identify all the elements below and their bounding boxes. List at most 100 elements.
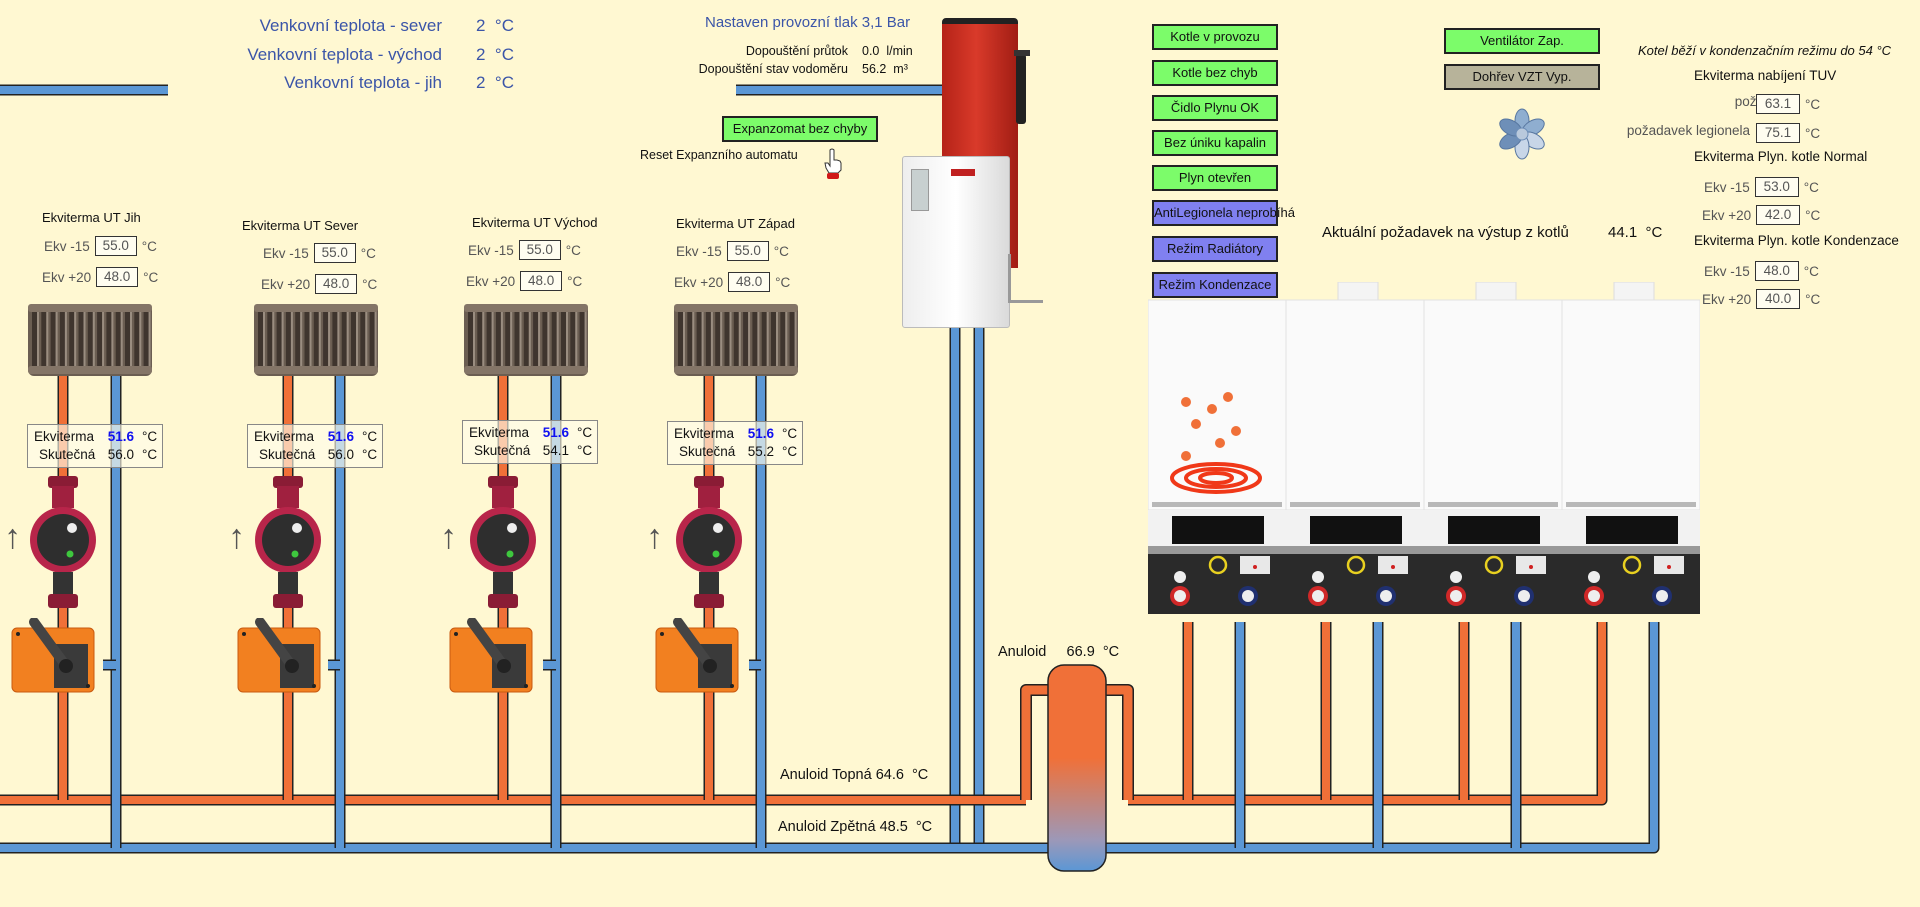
anuloid-return-temp: Anuloid Zpětná 48.5 °C [778,819,933,835]
expansion-control-unit [902,156,1010,328]
ekv-m15-row: Ekv -15 55.0 °C [44,236,157,256]
anuloid-supply-temp: Anuloid Topná 64.6 °C [780,767,929,783]
fill-flow-label: Dopouštění průtok [745,44,848,58]
boiler-1[interactable] [1147,282,1287,622]
ekv-p20-row: Ekv +20 48.0 °C [466,271,582,291]
boiler-request-label: Aktuální požadavek na výstup z kotlů [1322,224,1569,241]
hand-pointer-icon [824,148,842,179]
expansion-reset-label: Reset Expanzního automatu [640,148,798,162]
circuit-title: Ekviterma UT Jih [42,210,141,225]
status-button-8[interactable]: Režim Kondenzace [1152,272,1278,298]
outdoor-temp-south: Venkovní teplota - jih [0,73,442,97]
ekv-p20-input[interactable]: 48.0 [728,272,771,292]
tuv-legionela-field: 75.1 °C [1756,123,1820,143]
ekv-p20-row: Ekv +20 48.0 °C [42,267,158,287]
normal-curve-title: Ekviterma Plyn. kotle Normal [1694,149,1868,164]
cond-p20-row: Ekv +20 40.0 °C [1702,289,1820,309]
outdoor-temp-north-value: 2 °C [476,16,514,35]
ekv-m15-input[interactable]: 55.0 [94,236,137,256]
status-button-2[interactable]: Kotle bez chyb [1152,60,1278,86]
actual-value: 56.0 [327,447,354,462]
flow-direction-arrow-icon: ↑ [4,518,21,556]
condensing-mode-note: Kotel běží v kondenzačním režimu do 54 °… [1638,43,1892,58]
outdoor-temp-north-label: Venkovní teplota - sever [259,16,442,35]
fan-button[interactable]: Ventilátor Zap. [1444,28,1600,54]
ekv-m15-input[interactable]: 55.0 [313,243,356,263]
radiator-icon [464,304,588,376]
pressure-setting: Nastaven provozní tlak 3,1 Bar [705,14,911,31]
fill-flow-value: 0.0 l/min [862,44,913,58]
mixing-valve-actuator-icon[interactable] [448,618,534,696]
cond-m15-row: Ekv -15 48.0 °C [1704,261,1819,281]
tuv-request-input[interactable]: 63.1 [1756,94,1800,114]
status-button-5[interactable]: Plyn otevřen [1152,165,1278,191]
normal-m15-row: Ekv -15 53.0 °C [1704,177,1819,197]
expansion-status-button[interactable]: Expanzomat bez chyby [722,116,878,142]
hot-pipe-main-supply-right-outline [1128,622,1608,806]
circulation-pump-icon[interactable] [253,474,323,614]
boiler-2[interactable] [1285,281,1425,622]
outdoor-temp-east: Venkovní teplota - východ [0,45,442,69]
expansion-reset-button[interactable] [822,148,844,180]
flow-direction-arrow-icon: ↑ [228,518,245,556]
ekv-m15-input[interactable]: 55.0 [518,240,561,260]
outdoor-temp-south-value: 2 °C [476,73,514,92]
status-button-7[interactable]: Režim Radiátory [1152,236,1278,262]
ekv-m15-row: Ekv -15 55.0 °C [676,241,789,261]
radiator-icon [674,304,798,376]
ekv-p20-input[interactable]: 48.0 [520,271,563,291]
ekviterma-value: 51.6 [747,426,774,441]
circulation-pump-icon[interactable] [674,474,744,614]
ekv-p20-input[interactable]: 48.0 [96,267,139,287]
outdoor-temp-east-label: Venkovní teplota - východ [247,45,442,64]
normal-p20-row: Ekv +20 42.0 °C [1702,205,1820,225]
condensing-curve-title: Ekviterma Plyn. kotle Kondenzace [1694,233,1899,248]
circuit-title: Ekviterma UT Sever [242,218,359,233]
mixing-valve-actuator-icon[interactable] [10,618,96,696]
normal-m15-input[interactable]: 53.0 [1754,177,1799,197]
status-button-4[interactable]: Bez úniku kapalin [1152,130,1278,156]
mixing-valve-actuator-icon[interactable] [236,618,322,696]
anuloid-temp: Anuloid 66.9 °C [998,644,1120,660]
flow-direction-arrow-icon: ↑ [440,518,457,556]
water-meter-label: Dopouštění stav vodoměru [698,62,848,76]
expansion-stand [1008,254,1043,303]
anuloid-vessel [1020,664,1134,872]
cond-m15-input[interactable]: 48.0 [1754,261,1799,281]
cond-p20-input[interactable]: 40.0 [1756,289,1801,309]
tuv-request-field: 63.1 °C [1756,94,1820,114]
actual-value: 54.1 [542,443,569,458]
flow-direction-arrow-icon: ↑ [646,518,663,556]
actual-value: 56.0 [107,447,134,462]
status-button-6[interactable]: AntiLegionela neprobíhá [1152,200,1295,226]
radiator-icon [28,304,152,376]
circulation-pump-icon[interactable] [28,474,98,614]
boiler-4[interactable] [1561,281,1701,622]
pipes [0,84,1660,854]
vzt-heating-button[interactable]: Dohřev VZT Vyp. [1444,64,1600,90]
ekv-p20-input[interactable]: 48.0 [315,274,358,294]
boiler-3[interactable] [1423,281,1563,622]
tuv-title: Ekviterma nabíjení TUV [1694,68,1837,83]
actual-value: 55.2 [747,444,774,459]
hot-pipe-main-supply-right [1128,622,1606,804]
ekv-p20-row: Ekv +20 48.0 °C [261,274,377,294]
tuv-legionela-input[interactable]: 75.1 [1756,123,1800,143]
tuv-legionela-row: požadavek legionela [1626,123,1750,138]
circuit-title: Ekviterma UT Východ [472,215,598,230]
ekviterma-value: 51.6 [107,429,134,444]
fan-icon [1496,108,1548,160]
circulation-pump-icon[interactable] [468,474,538,614]
boiler-request-value: 44.1 °C [1608,224,1663,241]
mixing-valve-actuator-icon[interactable] [654,618,740,696]
status-button-3[interactable]: Čidlo Plynu OK [1152,95,1278,121]
normal-p20-input[interactable]: 42.0 [1756,205,1801,225]
ekv-m15-input[interactable]: 55.0 [726,241,769,261]
status-button-1[interactable]: Kotle v provozu [1152,24,1278,50]
flame-indicator-icon [1170,392,1262,494]
